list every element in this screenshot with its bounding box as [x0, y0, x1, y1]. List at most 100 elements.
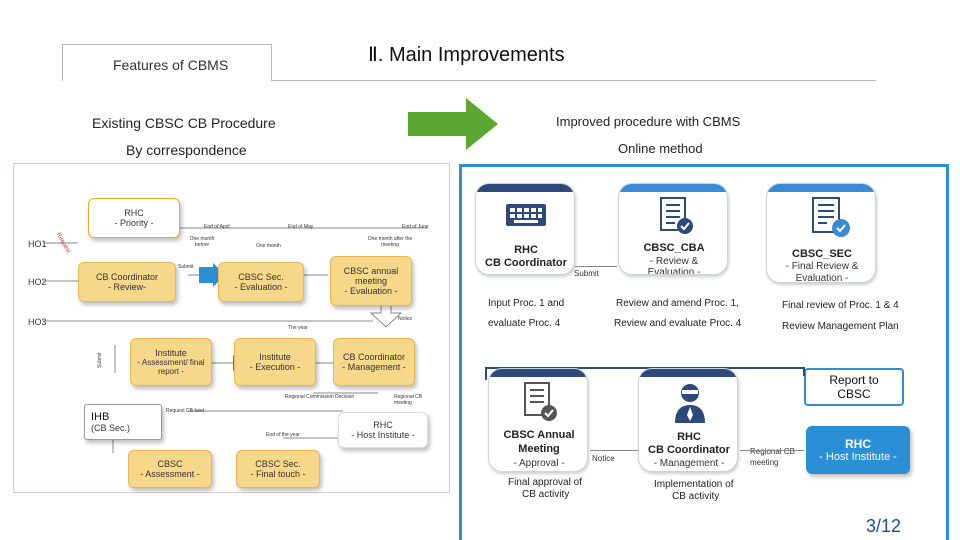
note-regional-commission: Regional Commission Decision — [285, 394, 355, 400]
note-end-june: End of June — [402, 224, 429, 230]
caption-bottom-2b: CB activity — [672, 491, 720, 502]
cbsc-annual-card-title2: Meeting — [518, 443, 560, 455]
note-the-year: The year — [288, 325, 308, 331]
caption-top-1a: Input Proc. 1 and — [488, 298, 565, 309]
rhc-host-title: RHC — [373, 420, 393, 430]
ho3-label: HO3 — [28, 317, 47, 327]
rhc-cb-card-title2: CB Coordinator — [485, 257, 567, 269]
cbsc-annual-card-bar — [489, 369, 587, 377]
institute-exec-sub: - Execution - — [249, 362, 301, 372]
institute-assess-title: Institute — [155, 348, 187, 358]
user-icon — [675, 384, 705, 423]
note-end-of-year: End of the year — [266, 432, 300, 438]
note-submit-vertical: Submit — [97, 352, 103, 368]
cbsc-annual-node: CBSC annual meeting - Evaluation - — [330, 256, 412, 306]
cbsc-annual-card-sub: - Approval - — [513, 458, 565, 469]
ihb-node: IHB (CB Sec.) — [84, 404, 162, 440]
cbsc-annual-sub: - Evaluation - — [344, 286, 398, 296]
note-end-april: End of April — [204, 224, 230, 230]
caption-top-3a: Final review of Proc. 1 & 4 — [782, 300, 899, 311]
report-to-cbsc-box: Report to CBSC — [804, 368, 904, 406]
cbsc-sec-title: CBSC_SEC — [792, 248, 852, 260]
rhc-priority-sub: - Priority - — [114, 218, 154, 228]
note-regional-cb-meeting: Regional CB meeting — [394, 394, 423, 406]
ihb-title: IHB — [91, 411, 110, 423]
document-check-icon — [524, 382, 557, 421]
checklist-icon — [660, 197, 693, 234]
ho1-label: HO1 — [28, 239, 47, 249]
regional-cb-meeting-l2: meeting — [750, 458, 779, 467]
cbsc-assessment-sub: - Assessment - — [140, 469, 200, 479]
rhc-cb-card: RHC CB Coordinator — [475, 183, 575, 275]
institute-assess-node: Institute - Assessment/ final report - — [130, 338, 212, 386]
caption-top-2b: Review and evaluate Proc. 4 — [614, 318, 742, 329]
rhc-management-title: RHC — [677, 431, 701, 443]
cbsc-assessment-node: CBSC - Assessment - — [128, 450, 212, 488]
note-one-month-after: One month after the meeting — [367, 236, 413, 248]
cbsc-sec-eval-title: CBSC Sec. — [238, 272, 284, 282]
cbsc-cba-sub2: Evaluation - — [647, 267, 701, 275]
rhc-host-node: RHC - Host Institute - — [338, 412, 428, 448]
institute-exec-node: Institute - Execution - — [234, 338, 316, 386]
main-title: Ⅱ. Main Improvements — [368, 44, 565, 66]
features-tab: Features of CBMS — [62, 44, 272, 81]
ihb-sub: (CB Sec.) — [91, 423, 131, 433]
note-one-month-before: One month before — [189, 236, 215, 248]
cbsc-sec-sub2: Evaluation - — [795, 273, 849, 283]
cb-review-sub: - Review- — [107, 282, 146, 292]
green-arrow-icon — [408, 98, 498, 150]
rhc-priority-title: RHC — [124, 208, 144, 218]
bottom-connector-line — [590, 450, 638, 451]
rhc-management-title2: CB Coordinator — [648, 444, 730, 456]
cbsc-final-node: CBSC Sec. - Final touch - — [236, 450, 320, 488]
right-title: Improved procedure with CBMS — [556, 114, 741, 129]
caption-bottom-2a: Implementation of — [654, 479, 734, 490]
return-path — [485, 367, 805, 380]
regional-cb-meeting-l1: Regional CB — [750, 447, 795, 456]
cb-management-title: CB Coordinator — [342, 352, 406, 362]
rhc-cb-card-bar — [476, 184, 574, 192]
cb-management-node: CB Coordinator - Management - — [333, 338, 415, 386]
keyboard-icon — [506, 204, 546, 226]
institute-exec-title: Institute — [259, 352, 291, 362]
cbsc-sec-eval-node: CBSC Sec. - Evaluation - — [218, 262, 304, 302]
cbsc-sec-sub1: - Final Review & — [785, 261, 859, 272]
note-end-may: End of May — [288, 224, 314, 230]
cbsc-annual-card-title: CBSC Annual — [503, 429, 575, 441]
bottom-notice-label: Notice — [592, 454, 615, 463]
rhc-management-card: RHC CB Coordinator - Management - — [638, 368, 738, 472]
cbsc-sec-card: CBSC_SEC - Final Review & Evaluation - — [766, 183, 876, 283]
report-l2: CBSC — [837, 387, 871, 401]
note-one-month: One month — [256, 243, 281, 249]
right-panel — [459, 164, 949, 540]
cb-management-sub: - Management - — [342, 362, 406, 372]
cbsc-sec-card-bar — [767, 184, 875, 192]
caption-top-3b: Review Management Plan — [782, 321, 899, 332]
cb-review-node: CB Coordinator - Review- — [78, 262, 176, 302]
left-subtitle: By correspondence — [126, 142, 247, 158]
features-title: Features of CBMS — [113, 57, 229, 73]
cbsc-final-title: CBSC Sec. — [255, 459, 301, 469]
note-submit: Submit — [178, 264, 194, 270]
rhc-host-box-sub: - Host Institute - — [819, 451, 897, 463]
rhc-host-sub: - Host Institute - — [351, 430, 415, 440]
right-subtitle: Online method — [618, 141, 703, 156]
top-submit-label: Submit — [574, 269, 599, 278]
cbsc-annual-title: CBSC annual meeting — [343, 266, 399, 286]
rhc-cb-card-title: RHC — [514, 244, 538, 256]
cbsc-sec-eval-sub: - Evaluation - — [234, 282, 288, 292]
rhc-host-institute-box: RHC - Host Institute - — [806, 426, 910, 474]
cbsc-cba-title: CBSC_CBA — [643, 242, 705, 254]
caption-bottom-1a: Final approval of — [508, 477, 582, 488]
rhc-management-card-bar — [639, 369, 737, 377]
left-panel — [13, 163, 450, 493]
cbsc-assessment-title: CBSC — [157, 459, 183, 469]
page-number: 3/12 — [866, 516, 902, 536]
cb-review-title: CB Coordinator — [95, 272, 159, 282]
regional-connector-line — [740, 450, 804, 451]
rhc-management-sub: - Management - — [653, 458, 725, 469]
cbsc-final-sub: - Final touch - — [250, 469, 306, 479]
top-connector-line — [575, 266, 617, 267]
note-notice: Notice — [398, 316, 413, 322]
cbsc-annual-card: CBSC Annual Meeting - Approval - — [488, 368, 588, 472]
